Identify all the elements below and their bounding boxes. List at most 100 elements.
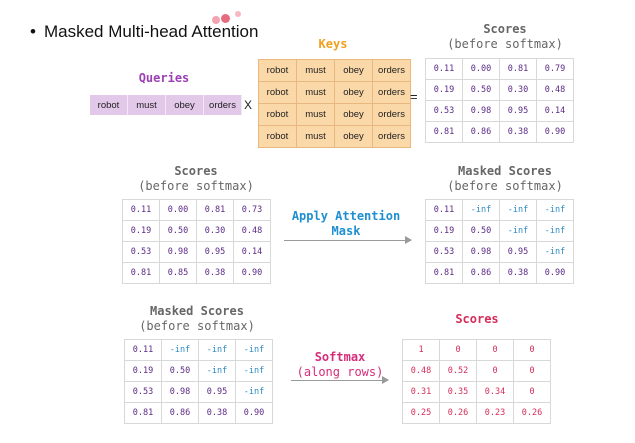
score-cell: 0.19 (425, 79, 463, 101)
slide-title: • Masked Multi-head Attention (30, 22, 258, 42)
decoration-dot (221, 14, 230, 23)
keys-cell: orders (372, 81, 411, 104)
decoration-dot (212, 16, 220, 24)
score-cell: -inf (235, 381, 273, 403)
score-cell: -inf (462, 199, 500, 221)
arrow-right-icon (291, 376, 389, 384)
masked-scores-title: Masked Scores (458, 164, 552, 178)
keys-cell: must (296, 125, 335, 148)
score-cell: 0.19 (425, 220, 463, 242)
apply-mask-label: Apply Attention (291, 209, 401, 223)
score-cell: -inf (198, 360, 236, 382)
score-cell: 0.90 (235, 402, 273, 424)
score-cell: 0.95 (499, 241, 537, 263)
score-cell: 0.11 (122, 199, 160, 221)
score-cell: 0.48 (402, 360, 440, 382)
score-cell: 0.95 (198, 381, 236, 403)
score-cell: 0.50 (462, 79, 500, 101)
keys-cell: obey (334, 125, 373, 148)
score-cell: -inf (536, 199, 574, 221)
keys-cell: robot (258, 81, 297, 104)
score-cell: 0.23 (476, 402, 514, 424)
score-cell: 0.25 (402, 402, 440, 424)
masked-scores-subtitle: (before softmax) (447, 179, 563, 193)
score-cell: -inf (235, 339, 273, 361)
score-cell: 0.34 (476, 381, 514, 403)
softmax-label: Softmax (314, 350, 366, 364)
queries-cell: orders (203, 95, 242, 115)
keys-cell: orders (372, 103, 411, 126)
table-row: 0.11-inf-inf-inf (425, 199, 574, 221)
score-cell: 0.90 (536, 262, 574, 284)
score-cell: 0.86 (462, 121, 500, 143)
keys-label: Keys (318, 37, 348, 51)
score-cell: 0.11 (425, 199, 463, 221)
apply-mask-label: Mask (331, 224, 361, 238)
slide-title-text: Masked Multi-head Attention (43, 22, 259, 41)
score-cell: 0.11 (425, 58, 463, 80)
score-cell: 0 (513, 339, 551, 361)
queries-cell: obey (165, 95, 204, 115)
score-cell: 0.81 (425, 262, 463, 284)
multiply-operator: X (244, 98, 253, 112)
score-cell: 0.19 (124, 360, 162, 382)
score-cell: 0 (476, 360, 514, 382)
scores-title: Scores (483, 22, 527, 36)
score-cell: 0.86 (161, 402, 199, 424)
score-cell: 0.26 (513, 402, 551, 424)
score-cell: 0.86 (462, 262, 500, 284)
final-scores-title: Scores (455, 312, 499, 326)
score-cell: 0.14 (233, 241, 271, 263)
score-cell: 0.30 (196, 220, 234, 242)
keys-cell: obey (334, 103, 373, 126)
score-cell: 0.90 (536, 121, 574, 143)
score-cell: 0.38 (198, 402, 236, 424)
scores-subtitle: (before softmax) (447, 37, 563, 51)
keys-cell: orders (372, 125, 411, 148)
score-cell: -inf (161, 339, 199, 361)
score-cell: -inf (198, 339, 236, 361)
keys-cell: robot (258, 103, 297, 126)
keys-cell: obey (334, 59, 373, 82)
score-cell: 0.38 (499, 121, 537, 143)
score-cell: 0.79 (536, 58, 574, 80)
score-cell: 0 (513, 360, 551, 382)
score-cell: 0.19 (122, 220, 160, 242)
score-cell: 0.98 (462, 241, 500, 263)
score-cell: -inf (235, 360, 273, 382)
score-cell: 0.50 (159, 220, 197, 242)
score-cell: 0.38 (499, 262, 537, 284)
score-cell: 0.81 (499, 58, 537, 80)
score-cell: 0.52 (439, 360, 477, 382)
scores-subtitle: (before softmax) (138, 179, 254, 193)
score-cell: 0 (513, 381, 551, 403)
keys-cell: robot (258, 59, 297, 82)
keys-cell: robot (258, 125, 297, 148)
bullet: • (30, 22, 36, 41)
score-cell: 0.30 (499, 79, 537, 101)
score-cell: 0.35 (439, 381, 477, 403)
score-cell: 0.00 (462, 58, 500, 80)
keys-cell: must (296, 59, 335, 82)
score-cell: 0.81 (425, 121, 463, 143)
score-cell: 0 (439, 339, 477, 361)
queries-cell: robot (90, 95, 128, 115)
score-cell: 0.81 (124, 402, 162, 424)
